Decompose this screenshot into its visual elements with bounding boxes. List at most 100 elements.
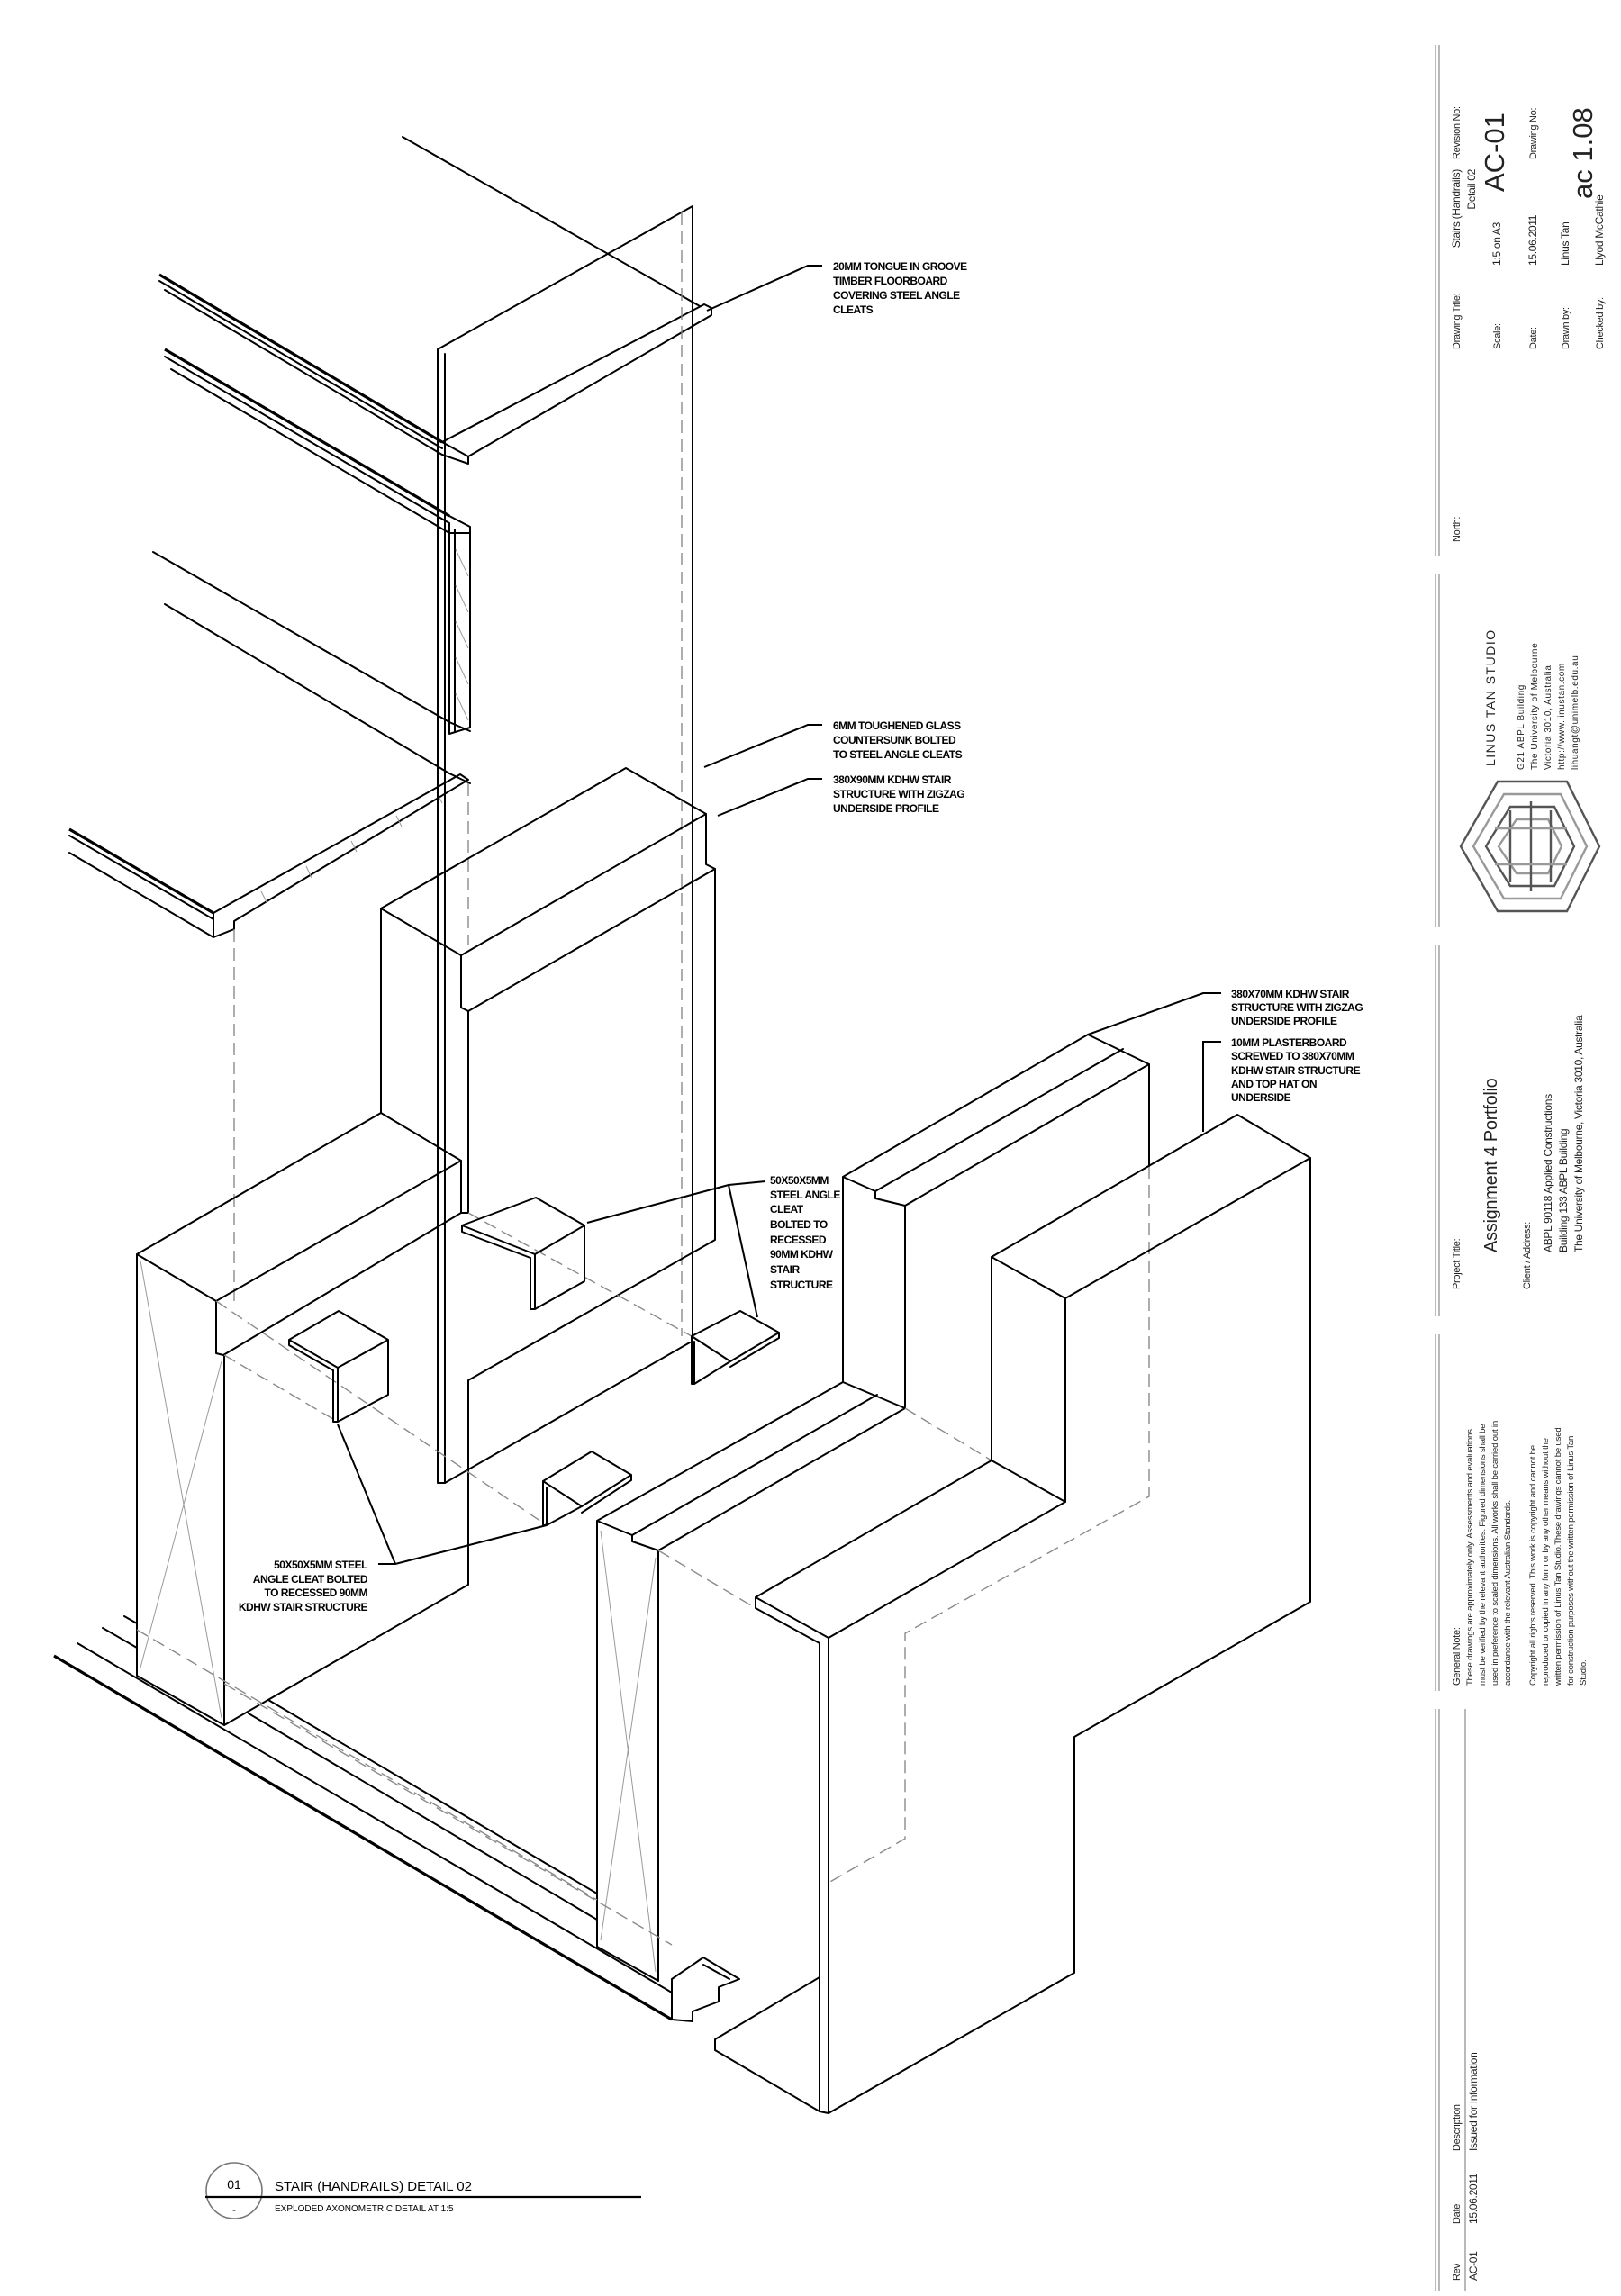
client-address-line: ABPL 90118 Applied Constructions bbox=[1542, 1094, 1554, 1252]
general-notes: General Note: These drawings are approxi… bbox=[1452, 1421, 1589, 1686]
timber-hatch bbox=[455, 548, 469, 721]
revision-table: Rev Date Description AC-01 15.06.2011 Is… bbox=[1452, 2053, 1480, 2281]
board-edge bbox=[68, 773, 469, 938]
rail bbox=[102, 1627, 598, 1921]
annotation-line: 380X90MM KDHW STAIR bbox=[833, 773, 952, 786]
client-address-line: Building 133 ABPL Building bbox=[1557, 1129, 1570, 1252]
drawing-title: 01 - STAIR (HANDRAILS) DETAIL 02 EXPLODE… bbox=[205, 2162, 641, 2219]
annotation-line: STRUCTURE WITH ZIGZAG bbox=[1231, 1001, 1363, 1014]
board-edge bbox=[164, 356, 450, 524]
annotation-line: UNDERSIDE PROFILE bbox=[833, 802, 939, 815]
plasterboard-structure bbox=[714, 1114, 1311, 2114]
annotation-cleat-lower: 50X50X5MM STEEL ANGLE CLEAT BOLTED TO RE… bbox=[239, 1559, 368, 1614]
annotation-line: STRUCTURE WITH ZIGZAG bbox=[833, 788, 964, 800]
annotation-floorboard: 20MM TONGUE IN GROOVE TIMBER FLOORBOARD … bbox=[833, 260, 968, 316]
edge-line bbox=[136, 908, 462, 1302]
annotation-line: 10MM PLASTERBOARD bbox=[1231, 1036, 1347, 1049]
annotation-line: KDHW STAIR STRUCTURE bbox=[239, 1601, 368, 1614]
annotation-line: CLEAT bbox=[770, 1203, 804, 1216]
lower-block bbox=[596, 1381, 906, 1982]
annotation-line: STEEL ANGLE bbox=[770, 1189, 840, 1201]
stair-structure-380x70 bbox=[136, 1034, 1150, 1982]
section-cross bbox=[140, 1260, 222, 1719]
upper-block bbox=[842, 1205, 906, 1409]
stair-structure-380x90 bbox=[136, 767, 716, 1726]
annotation-line: RECESSED bbox=[770, 1234, 827, 1246]
leader-floorboard bbox=[706, 265, 822, 312]
annotation-line: 50X50X5MM STEEL bbox=[274, 1559, 367, 1571]
timber-piece bbox=[448, 522, 471, 735]
title-block: Revision No: Drawing Title: North: Stair… bbox=[1435, 45, 1606, 2291]
rev-date: 15.06.2011 bbox=[1467, 2173, 1480, 2224]
date-value: 15.06.2011 bbox=[1526, 214, 1539, 266]
copyright-line: Copyright all rights reserved. This work… bbox=[1528, 1445, 1538, 1686]
board-edge bbox=[158, 280, 443, 449]
annotation-line: STRUCTURE bbox=[770, 1279, 833, 1291]
cleat bbox=[461, 1197, 585, 1310]
edge-line bbox=[223, 868, 716, 1726]
board-edge bbox=[68, 827, 214, 915]
cleat bbox=[691, 1310, 780, 1385]
leader-glass bbox=[703, 724, 822, 768]
north-label: North: bbox=[1452, 517, 1463, 542]
rev-value: AC-01 bbox=[1467, 2251, 1480, 2281]
annotation-line: BOLTED TO bbox=[770, 1218, 828, 1231]
zigzag-profile bbox=[828, 1157, 1311, 2114]
board-edge bbox=[152, 551, 471, 732]
scale-label: Scale: bbox=[1492, 323, 1503, 349]
section-cross bbox=[600, 1530, 657, 1973]
studio-name: LINUS TAN STUDIO bbox=[1483, 628, 1498, 766]
annotation-line: SCREWED TO 380X70MM bbox=[1231, 1050, 1354, 1062]
leader-380x90 bbox=[717, 778, 822, 817]
annotation-line: 6MM TOUGHENED GLASS bbox=[833, 719, 961, 732]
annotation-stair-380x70: 380X70MM KDHW STAIR STRUCTURE WITH ZIGZA… bbox=[1231, 988, 1363, 1027]
checked-by-value: Llyod McCathie bbox=[1593, 194, 1606, 266]
rail bbox=[53, 1654, 673, 2021]
detail-title: STAIR (HANDRAILS) DETAIL 02 bbox=[275, 2179, 472, 2194]
annotation-line: ANGLE CLEAT BOLTED bbox=[253, 1573, 368, 1586]
drawing-title-line: Stairs (Handrails) bbox=[1450, 169, 1463, 249]
divider bbox=[1435, 45, 1466, 2291]
rev-description: Issued for Information bbox=[1467, 2053, 1480, 2151]
annotation-line: TIMBER FLOORBOARD bbox=[833, 275, 948, 287]
note-line: accordance with the relevant Australian … bbox=[1503, 1500, 1513, 1686]
project-title-label: Project Title: bbox=[1452, 1238, 1463, 1289]
annotation-cleat-upper: 50X50X5MM STEEL ANGLE CLEAT BOLTED TO RE… bbox=[770, 1174, 841, 1291]
client-address-label: Client / Address: bbox=[1522, 1222, 1533, 1289]
copyright-line: Studio. bbox=[1579, 1660, 1589, 1686]
board-top bbox=[441, 303, 712, 457]
studio-address-line: The University of Melbourne bbox=[1530, 643, 1540, 770]
general-note-label: General Note: bbox=[1452, 1627, 1463, 1686]
copyright-line: for construction purposes without the wr… bbox=[1566, 1436, 1576, 1686]
rail bbox=[77, 1642, 673, 1993]
lower-floorboard bbox=[68, 773, 469, 938]
studio-info: LINUS TAN STUDIO G21 ABPL Building The U… bbox=[1459, 628, 1601, 913]
top-face bbox=[380, 767, 707, 956]
upper-block bbox=[842, 1034, 1150, 1383]
revision-no-label: Revision No: bbox=[1452, 106, 1463, 159]
studio-email: lihuangt@unimelb.edu.au bbox=[1571, 655, 1580, 770]
leader-lines bbox=[337, 265, 1221, 1565]
cleat bbox=[542, 1451, 632, 1526]
drawn-by-value: Linus Tan bbox=[1559, 222, 1571, 266]
rev-header: Rev bbox=[1452, 2264, 1463, 2281]
hidden-line bbox=[657, 1166, 1150, 1884]
edge-line bbox=[402, 136, 701, 307]
middle-floorboard bbox=[152, 348, 471, 784]
cleat bbox=[288, 1310, 389, 1423]
note-line: must be verified by the relevant authori… bbox=[1478, 1424, 1488, 1686]
annotation-line: COUNTERSUNK BOLTED bbox=[833, 734, 956, 746]
board-edge bbox=[164, 603, 471, 784]
studio-address-line: Victoria 3010, Australia bbox=[1544, 665, 1553, 771]
studio-logo-icon bbox=[1459, 780, 1601, 913]
top-hat-and-rails bbox=[53, 1615, 740, 2022]
top-hat bbox=[671, 1957, 740, 2022]
plasterboard-face bbox=[714, 1637, 829, 2114]
glass-edge bbox=[444, 1342, 691, 1484]
checked-by-label: Checked by: bbox=[1595, 297, 1606, 349]
leader-cleat-lower bbox=[337, 1424, 548, 1565]
drawing-title-label: Drawing Title: bbox=[1452, 293, 1463, 349]
annotation-line: STAIR bbox=[770, 1263, 800, 1276]
revision-no: AC-01 bbox=[1479, 113, 1510, 192]
